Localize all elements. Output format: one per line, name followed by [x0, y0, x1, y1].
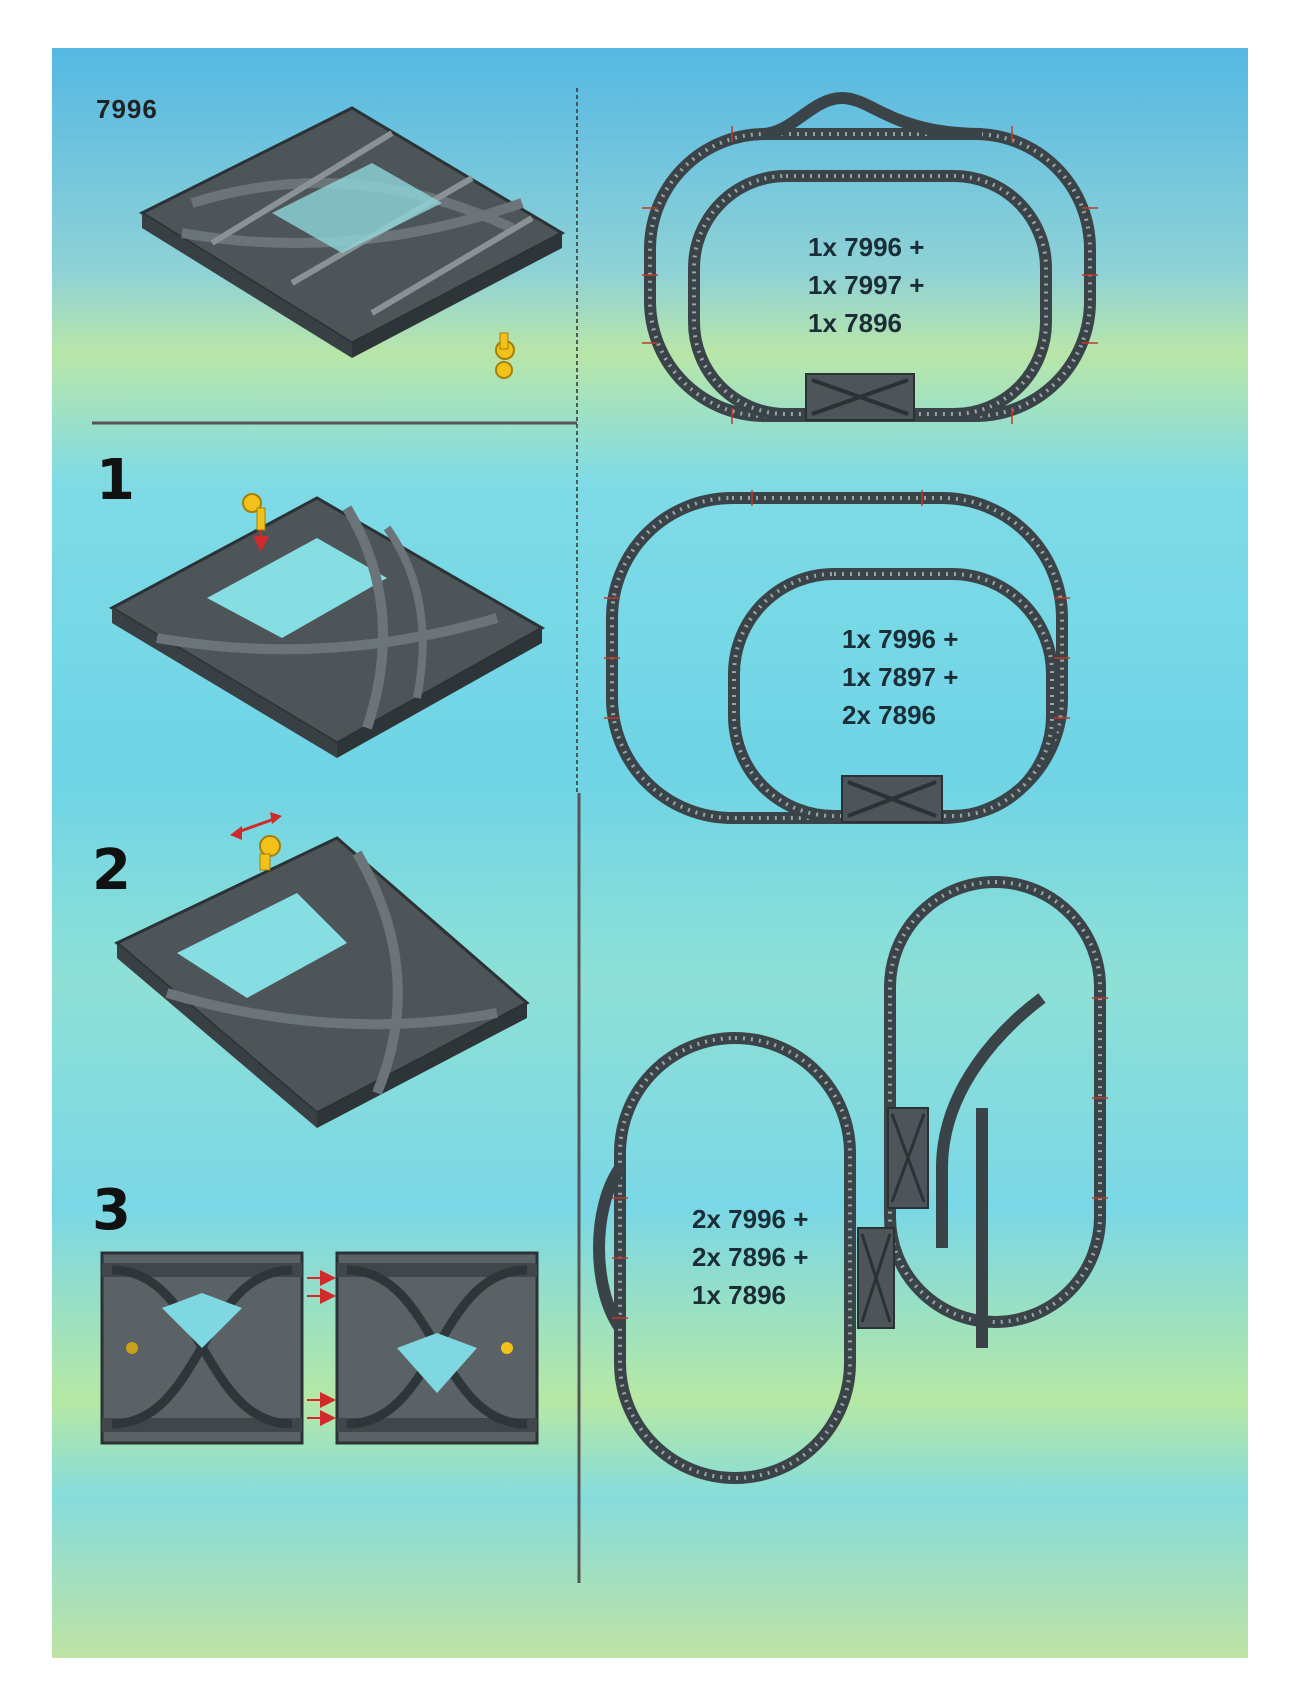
- layout-1-track-diagram: [642, 91, 1098, 424]
- layout-1-line-3: 1x 7896: [808, 308, 902, 338]
- layout-1-parts: 1x 7996 + 1x 7997 + 1x 7896: [808, 228, 924, 342]
- step-3-connection-arrows: [307, 1270, 336, 1426]
- layout-2-line-3: 2x 7896: [842, 700, 936, 730]
- step-2-number: 2: [92, 838, 131, 903]
- step-1-lever-icon: [242, 493, 269, 552]
- step-1-track-piece: [108, 496, 546, 758]
- layout-3-line-1: 2x 7996 +: [692, 1204, 809, 1234]
- layout-2-track-diagram: [604, 490, 1070, 824]
- layout-3-parts: 2x 7996 + 2x 7896 + 1x 7896: [692, 1200, 808, 1314]
- layout-3-line-2: 2x 7896 +: [692, 1242, 809, 1272]
- step-2-lever-icon: [230, 812, 282, 871]
- instruction-graphics: [92, 88, 1108, 1583]
- dual-crossover-track-icon: [138, 106, 566, 358]
- step-3-number: 3: [92, 1178, 131, 1243]
- layout-3-line-3: 1x 7896: [692, 1280, 786, 1310]
- layout-2-parts: 1x 7996 + 1x 7897 + 2x 7896: [842, 620, 958, 734]
- step-1-number: 1: [96, 448, 135, 513]
- switch-lever-icon: [495, 332, 515, 379]
- layout-1-line-1: 1x 7996 +: [808, 232, 925, 262]
- instruction-page: 7996 1 2 3 1x 7996 + 1x 7997 + 1x 7896 1…: [52, 48, 1248, 1658]
- layout-1-line-2: 1x 7997 +: [808, 270, 925, 300]
- step-3-left-piece: [100, 1251, 304, 1445]
- red-arrow-icon: [230, 826, 242, 840]
- layout-3-track-diagram: [593, 876, 1108, 1484]
- layout-2-line-2: 1x 7897 +: [842, 662, 959, 692]
- layout-2-line-1: 1x 7996 +: [842, 624, 959, 654]
- set-number: 7996: [96, 94, 158, 124]
- step-3-right-piece: [335, 1251, 539, 1445]
- step-2-track-piece: [114, 836, 530, 1128]
